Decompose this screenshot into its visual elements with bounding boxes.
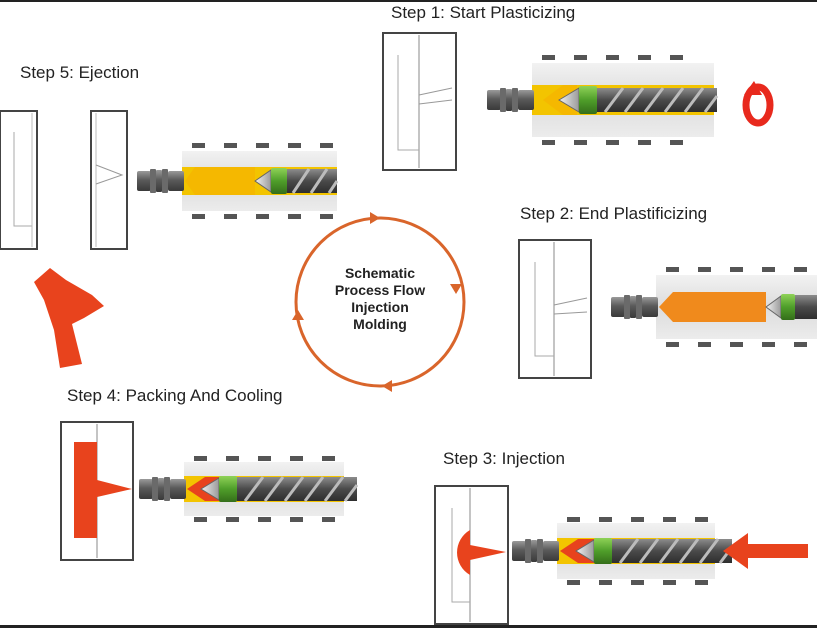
step3-label: Step 3: Injection — [443, 449, 565, 468]
center-line-4: Molding — [353, 316, 407, 332]
step5-injection-unit — [137, 143, 339, 219]
center-line-3: Injection — [351, 299, 409, 315]
bottom-border — [0, 625, 817, 628]
step2-label: Step 2: End Plastificizing — [520, 204, 708, 223]
center-line-1: Schematic — [344, 265, 416, 281]
step4-injection-unit — [139, 456, 359, 522]
step5-mold-right — [90, 110, 128, 250]
step1-injection-unit — [487, 55, 719, 145]
step3-mold — [434, 485, 509, 625]
push-arrow-icon — [723, 533, 808, 569]
top-border — [0, 0, 817, 2]
step2-mold — [518, 239, 592, 379]
rotation-icon — [742, 81, 774, 127]
step1-label: Step 1: Start Plasticizing — [391, 3, 576, 22]
step5-label: Step 5: Ejection — [20, 63, 140, 82]
step2-injection-unit — [611, 267, 817, 347]
step4-mold — [60, 421, 134, 561]
center-line-2: Process Flow — [334, 282, 426, 298]
ejected-part — [34, 268, 104, 368]
process-cycle-ring — [292, 212, 466, 392]
center-title: Schematic Process Flow Injection Molding — [310, 265, 450, 333]
step1-mold — [382, 32, 457, 171]
step5-mold-left — [0, 110, 38, 250]
step3-injection-unit — [512, 517, 734, 585]
step4-label: Step 4: Packing And Cooling — [67, 386, 283, 405]
